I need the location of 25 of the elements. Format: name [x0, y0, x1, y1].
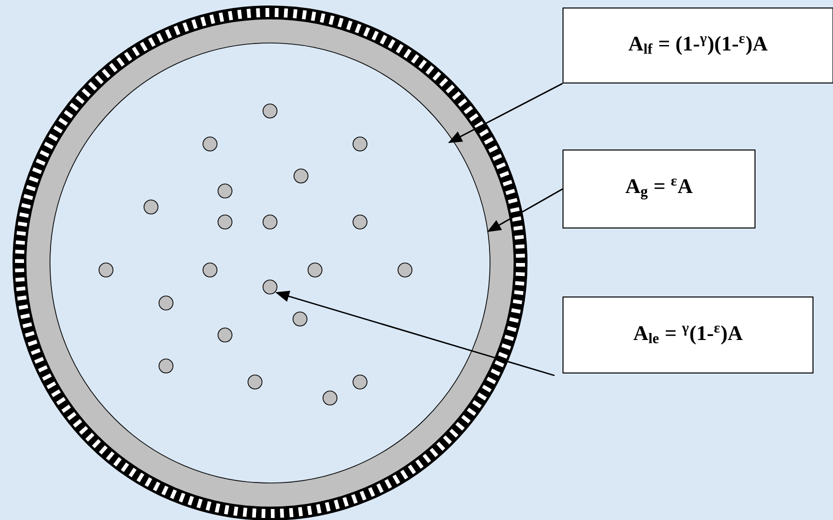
droplet — [294, 168, 308, 184]
droplet — [144, 200, 158, 214]
droplet — [262, 104, 278, 118]
droplet — [398, 262, 412, 278]
formula-box: A$_{g}$ = $^{ε}$A — [562, 150, 756, 228]
droplet — [262, 280, 278, 294]
droplet — [352, 136, 368, 152]
droplet — [98, 262, 114, 278]
formula-box: A$_{le}$ = $^{γ}$(1-$^{ε}$)A — [562, 296, 814, 374]
droplet — [202, 136, 218, 152]
droplet — [202, 262, 218, 278]
droplet — [158, 296, 174, 310]
droplet — [322, 390, 338, 406]
droplet — [308, 262, 322, 278]
droplet — [218, 184, 232, 198]
gas-core — [50, 42, 490, 484]
droplet — [352, 374, 368, 390]
droplet — [262, 214, 278, 230]
droplet — [292, 312, 308, 326]
droplet — [248, 374, 262, 390]
droplet — [218, 328, 232, 342]
droplet — [218, 214, 232, 230]
droplet — [158, 358, 174, 374]
formula-box: A$_{lf}$ = (1-$^{γ}$)(1-$^{ε}$)A — [562, 8, 833, 84]
droplet — [352, 214, 368, 230]
